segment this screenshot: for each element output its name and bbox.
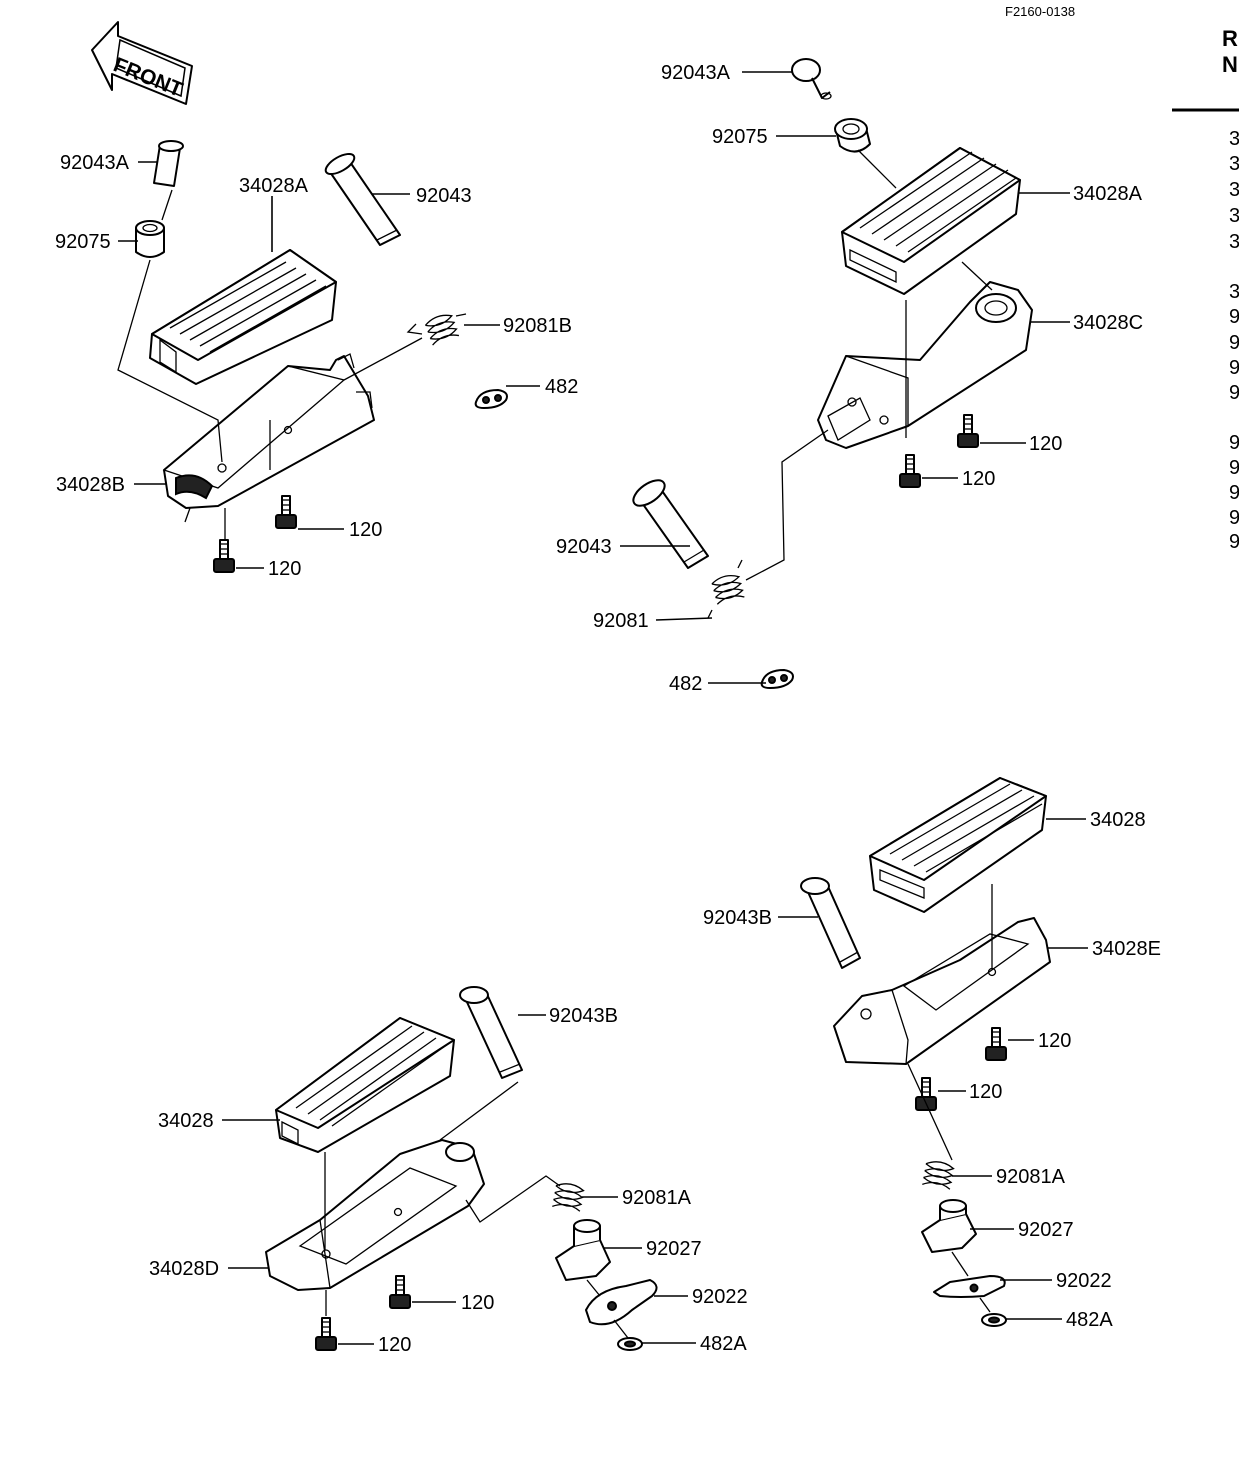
part-label: 92022 <box>1056 1270 1112 1292</box>
clip-part <box>981 1313 1007 1327</box>
pin-part <box>791 58 832 100</box>
part-label: 482A <box>700 1333 747 1355</box>
part-label: 92043A <box>60 152 130 174</box>
edge-char: 9 <box>1229 482 1239 504</box>
part-label: 92081A <box>622 1187 692 1209</box>
bolt-part <box>899 454 921 488</box>
collar-part <box>834 118 871 153</box>
part-label: 92022 <box>692 1286 748 1308</box>
edge-char: 9 <box>1229 507 1239 529</box>
edge-char: 3 <box>1229 231 1239 253</box>
footpeg-rubber-part <box>149 249 337 385</box>
footpeg-bracket-part <box>162 353 375 509</box>
part-label: 92043 <box>556 536 612 558</box>
pin-part <box>153 140 184 187</box>
edge-char: 9 <box>1229 357 1239 379</box>
clip-part <box>760 669 794 689</box>
part-label: 92081A <box>996 1166 1066 1188</box>
spring-part <box>551 1181 585 1212</box>
part-label: 120 <box>349 519 382 541</box>
part-label: 482 <box>669 673 702 695</box>
group-top-left: 92043A 92075 34028A 92043 92081B 482 340… <box>55 140 578 580</box>
bolt-part <box>985 1027 1007 1061</box>
part-label: 34028D <box>149 1258 219 1280</box>
part-label: 34028 <box>158 1110 214 1132</box>
collar-part <box>135 220 165 258</box>
group-bottom-right: 34028 92043B 34028E 120 120 92081A 92027… <box>703 777 1161 1331</box>
bolt-part <box>389 1275 411 1309</box>
bolt-part <box>315 1317 337 1351</box>
group-bottom-left: 92043B 34028 34028D 92081A 92027 92022 1… <box>149 986 748 1356</box>
bolt-part <box>915 1077 937 1111</box>
part-label: 482 <box>545 376 578 398</box>
part-label: 120 <box>461 1292 494 1314</box>
cam-part <box>585 1279 658 1326</box>
edge-char: 3 <box>1229 153 1239 175</box>
part-label: 482A <box>1066 1309 1113 1331</box>
part-label: 92081B <box>503 315 572 337</box>
clip-part <box>617 1337 643 1351</box>
part-label: 120 <box>378 1334 411 1356</box>
front-arrow: FRONT <box>91 21 193 105</box>
part-label: 92043 <box>416 185 472 207</box>
part-label: 34028A <box>1073 183 1143 205</box>
edge-char: 9 <box>1229 531 1239 553</box>
footpeg-bracket-part <box>265 1139 485 1291</box>
part-label: 120 <box>969 1081 1002 1103</box>
spring-part <box>406 311 467 346</box>
edge-char: 9 <box>1229 382 1239 404</box>
clip-part <box>474 389 508 409</box>
footpeg-bracket-part <box>817 281 1033 449</box>
plunger-part <box>555 1219 611 1281</box>
bolt-part <box>275 495 297 529</box>
edge-header-n: N <box>1222 52 1238 77</box>
part-label: 92075 <box>712 126 768 148</box>
plunger-part <box>921 1199 977 1253</box>
edge-char: 3 <box>1229 179 1239 201</box>
bolt-part <box>957 414 979 448</box>
edge-char: 3 <box>1229 128 1239 150</box>
group-top-right: 92043A 92075 34028A 34028C 120 120 92043… <box>556 58 1143 695</box>
part-label: 34028A <box>239 175 309 197</box>
part-label: 92027 <box>646 1238 702 1260</box>
edge-char: 9 <box>1229 306 1239 328</box>
footpeg-rubber-part <box>869 777 1047 913</box>
part-label: 92043B <box>549 1005 618 1027</box>
part-label: 34028 <box>1090 809 1146 831</box>
footpeg-bracket-part <box>833 917 1051 1065</box>
edge-char: 9 <box>1229 332 1239 354</box>
cam-part <box>933 1275 1006 1298</box>
part-label: 92043A <box>661 62 731 84</box>
part-label: 120 <box>268 558 301 580</box>
part-label: 120 <box>1029 433 1062 455</box>
pin-part <box>800 877 861 969</box>
pin-part <box>632 479 709 569</box>
part-label: 92043B <box>703 907 772 929</box>
part-label: 34028C <box>1073 312 1143 334</box>
part-label: 92027 <box>1018 1219 1074 1241</box>
pin-part <box>459 986 523 1079</box>
part-label: 34028E <box>1092 938 1161 960</box>
part-label: 120 <box>962 468 995 490</box>
part-label: 92081 <box>593 610 649 632</box>
part-label: 92075 <box>55 231 111 253</box>
part-label: 120 <box>1038 1030 1071 1052</box>
footpeg-rubber-part <box>275 1017 455 1153</box>
edge-char: 3 <box>1229 281 1239 303</box>
edge-header-r: R <box>1222 26 1238 51</box>
figure-code: F2160-0138 <box>1005 4 1075 19</box>
part-label: 34028B <box>56 474 125 496</box>
page-edge: R N 3 3 3 3 3 3 9 9 9 9 9 9 9 9 9 <box>1172 26 1239 553</box>
spring-part <box>921 1159 955 1190</box>
bolt-part <box>213 539 235 573</box>
footpeg-rubber-part <box>841 147 1021 295</box>
edge-char: 9 <box>1229 457 1239 479</box>
edge-char: 9 <box>1229 432 1239 454</box>
edge-char: 3 <box>1229 205 1239 227</box>
spring-part <box>707 559 746 619</box>
pin-part <box>324 152 401 246</box>
